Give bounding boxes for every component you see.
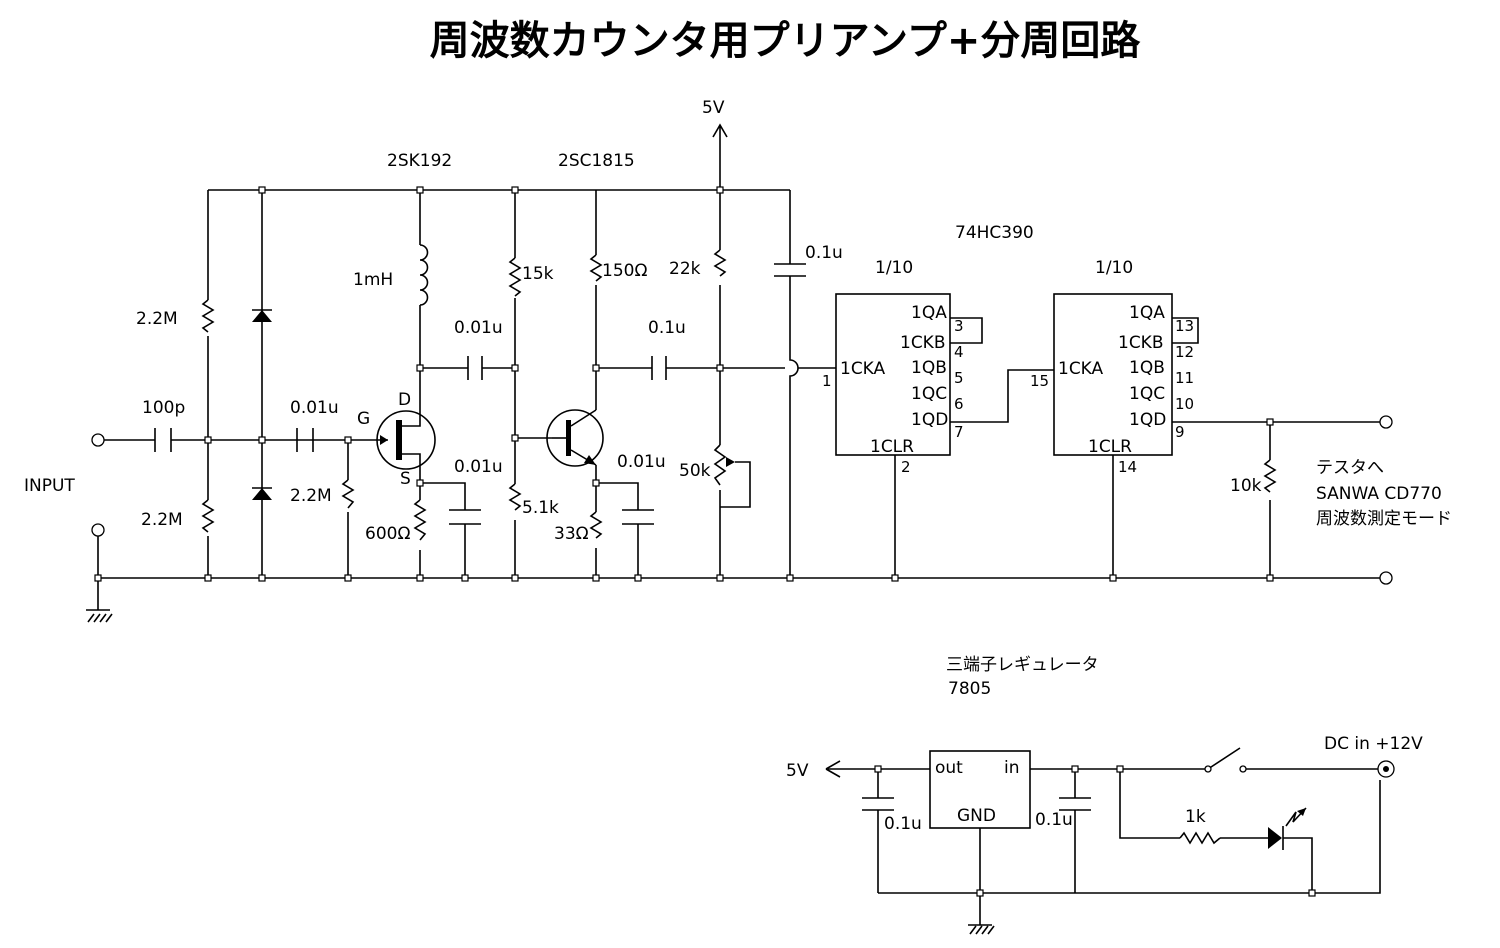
- diode-upper: [252, 309, 272, 322]
- label-tester1: テスタへ: [1316, 458, 1384, 478]
- label-c-in: 100p: [142, 398, 185, 418]
- label-c-couple3: 0.1u: [648, 318, 686, 338]
- label-c-source: 0.01u: [454, 457, 503, 477]
- label-drain: D: [398, 390, 411, 410]
- ground-icon: [87, 613, 113, 623]
- label-source: S: [400, 469, 411, 489]
- label-reg-pin-gnd: GND: [957, 806, 996, 826]
- label-inductor: 1mH: [353, 270, 393, 290]
- ic2-num-qc: 10: [1175, 395, 1194, 413]
- label-reg-out-v: 5V: [786, 761, 809, 781]
- ground-icon-reg: [969, 925, 995, 935]
- ic1-pin-1clr: 1CLR: [870, 437, 914, 457]
- ic2-pin-1ckb: 1CKB: [1118, 333, 1164, 353]
- label-div1: 1/10: [875, 258, 913, 278]
- ic2-pin-1qa: 1QA: [1129, 303, 1165, 323]
- bjt-2sc1815: [546, 409, 604, 467]
- wiper-arrow-icon: [726, 457, 735, 467]
- ic1-pin-1qb: 1QB: [911, 358, 947, 378]
- label-dc-in: DC in +12V: [1324, 734, 1423, 754]
- label-gate: G: [357, 409, 370, 429]
- ic2-num-qb: 11: [1175, 369, 1194, 387]
- label-reg-part: 7805: [948, 679, 991, 699]
- ic2-pin-1qc: 1QC: [1129, 384, 1165, 404]
- label-r-collector: 150Ω: [602, 261, 647, 281]
- label-reg-pin-in: in: [1004, 758, 1020, 778]
- label-fet: 2SK192: [387, 151, 452, 171]
- ic1-pin-1cka: 1CKA: [840, 359, 886, 379]
- ic1-num-qb: 5: [954, 369, 964, 387]
- ic2-pin-1cka: 1CKA: [1058, 359, 1104, 379]
- ic2-num-ckb: 12: [1175, 343, 1194, 361]
- diode-lower: [252, 487, 272, 500]
- label-r-base-top: 15k: [522, 264, 554, 284]
- label-r-bias-top: 2.2M: [136, 309, 178, 329]
- label-bjt: 2SC1815: [558, 151, 635, 171]
- ic1-pin-1ckb: 1CKB: [900, 333, 946, 353]
- capacitors: [154, 263, 1091, 811]
- ic1-num-clr: 2: [901, 458, 911, 476]
- label-reg-c-out: 0.1u: [884, 814, 922, 834]
- ic1-pin-1qc: 1QC: [911, 384, 947, 404]
- label-div2: 1/10: [1095, 258, 1133, 278]
- led: [1268, 807, 1307, 850]
- ic2-pin-1qd: 1QD: [1129, 410, 1166, 430]
- label-reg-pin-out: out: [935, 758, 963, 778]
- label-r-bias-bot: 2.2M: [141, 510, 183, 530]
- label-5v-top: 5V: [702, 98, 725, 118]
- label-reg-c-in: 0.1u: [1035, 810, 1073, 830]
- label-tester2: SANWA CD770: [1316, 484, 1442, 504]
- label-c-couple1: 0.01u: [290, 398, 339, 418]
- ic2-pin-1clr: 1CLR: [1088, 437, 1132, 457]
- wires: [86, 123, 1381, 926]
- label-r-led: 1k: [1185, 807, 1206, 827]
- ic1-box: [835, 293, 951, 456]
- label-reg-name: 三端子レギュレータ: [946, 655, 1099, 675]
- ic2-num-qa: 13: [1175, 317, 1194, 335]
- ic2-pins: 1QA 1CKB 1QB 1QC 1QD 1CKA 1CLR 13 12 11 …: [1030, 303, 1194, 476]
- ic1-pins: 1QA 1CKB 1QB 1QC 1QD 1CKA 1CLR 3 4 5 6 7…: [822, 303, 964, 476]
- labels: 5V 2SK192 2SC1815 74HC390 1/10 1/10 INPU…: [24, 98, 1452, 834]
- ic1-num-qd: 7: [954, 423, 964, 441]
- ic2-num-qd: 9: [1175, 423, 1185, 441]
- junctions: [94, 186, 1316, 897]
- ic2-num-clr: 14: [1118, 458, 1137, 476]
- label-r-emitter: 33Ω: [554, 524, 589, 544]
- ic1-num-qa: 3: [954, 317, 964, 335]
- ic1-num-ckb: 4: [954, 343, 964, 361]
- ic2-pin-1qb: 1QB: [1129, 358, 1165, 378]
- label-r-base-bot: 5.1k: [522, 498, 559, 518]
- label-r-22k: 22k: [669, 259, 701, 279]
- terminals: [91, 415, 1395, 778]
- label-c-couple2: 0.01u: [454, 318, 503, 338]
- ic2-box: [1053, 293, 1173, 456]
- label-c-bypass: 0.1u: [805, 243, 843, 263]
- label-r-source: 600Ω: [365, 524, 410, 544]
- inductor-1mh: [419, 244, 429, 306]
- ic2-num-cka: 15: [1030, 372, 1049, 390]
- regulator-box: [929, 750, 1031, 829]
- resistors: [201, 249, 1277, 845]
- diagram-title: 周波数カウンタ用プリアンプ+分周回路: [429, 18, 1141, 64]
- ic1-num-qc: 6: [954, 395, 964, 413]
- label-tester3: 周波数測定モード: [1316, 509, 1452, 529]
- ic1-num-cka: 1: [822, 372, 832, 390]
- fet-2sk192: [348, 400, 436, 480]
- label-ic: 74HC390: [955, 223, 1034, 243]
- ic1-pin-1qd: 1QD: [911, 410, 948, 430]
- label-r-out: 10k: [1230, 476, 1262, 496]
- ic1-pin-1qa: 1QA: [911, 303, 947, 323]
- label-input: INPUT: [24, 476, 75, 496]
- label-c-emitter: 0.01u: [617, 452, 666, 472]
- label-vr-50k: 50k: [679, 461, 711, 481]
- label-r-gate: 2.2M: [290, 486, 332, 506]
